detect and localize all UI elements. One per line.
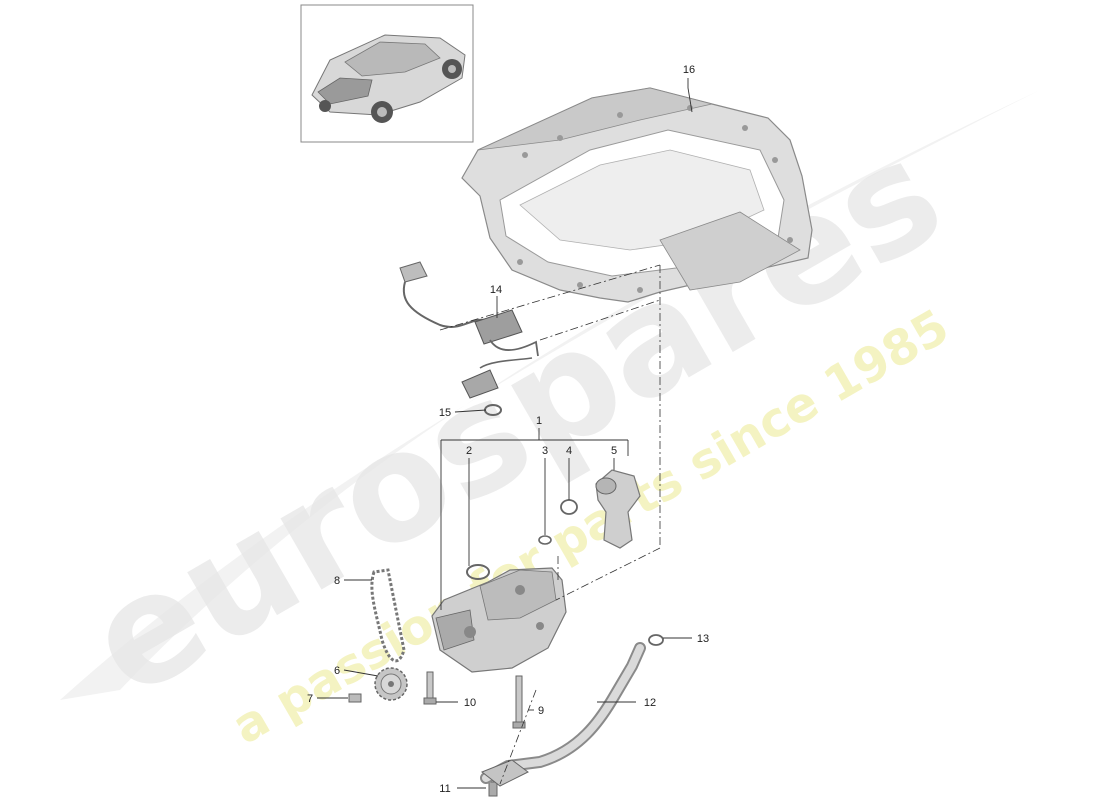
callout-9: 9 — [538, 705, 544, 717]
vehicle-thumbnail — [300, 4, 474, 143]
part-8-drive-chain — [370, 568, 406, 663]
callout-2: 2 — [466, 445, 472, 457]
callout-13: 13 — [697, 633, 709, 645]
watermark-swoosh — [60, 90, 1040, 700]
part-16-oil-pan-frame — [461, 87, 813, 303]
part-7-bolt — [348, 693, 362, 703]
leader-lines — [317, 78, 693, 789]
assembly-lines — [439, 264, 661, 785]
callout-6: 6 — [334, 665, 340, 677]
part-11-bolt — [488, 781, 498, 797]
part-14-oil-level-sensor — [399, 261, 539, 399]
part-5-intake-pipe — [595, 469, 641, 549]
callout-7: 7 — [307, 693, 313, 705]
callout-4: 4 — [566, 445, 572, 457]
part-10-bolt — [423, 671, 437, 705]
part-1-oil-pump — [431, 567, 567, 673]
car-icon — [311, 34, 466, 123]
callout-1: 1 — [536, 415, 542, 427]
callout-12: 12 — [644, 697, 656, 709]
part-3-o-ring — [538, 535, 552, 545]
part-12-oil-pipe — [480, 642, 646, 787]
callout-16: 16 — [683, 64, 695, 76]
callout-14: 14 — [490, 284, 502, 296]
callout-11: 11 — [439, 783, 450, 795]
callout-3: 3 — [542, 445, 548, 457]
callout-8: 8 — [334, 575, 340, 587]
callout-10: 10 — [464, 697, 476, 709]
part-9-bolt — [512, 675, 526, 729]
callout-15: 15 — [439, 407, 451, 419]
callout-5: 5 — [611, 445, 617, 457]
part-13-seal-ring — [648, 634, 664, 646]
part-6-sprocket — [374, 667, 408, 701]
callouts: 16 14 15 1 2 3 4 5 8 6 7 10 9 12 13 11 — [307, 64, 709, 795]
part-2-o-ring — [466, 564, 490, 580]
